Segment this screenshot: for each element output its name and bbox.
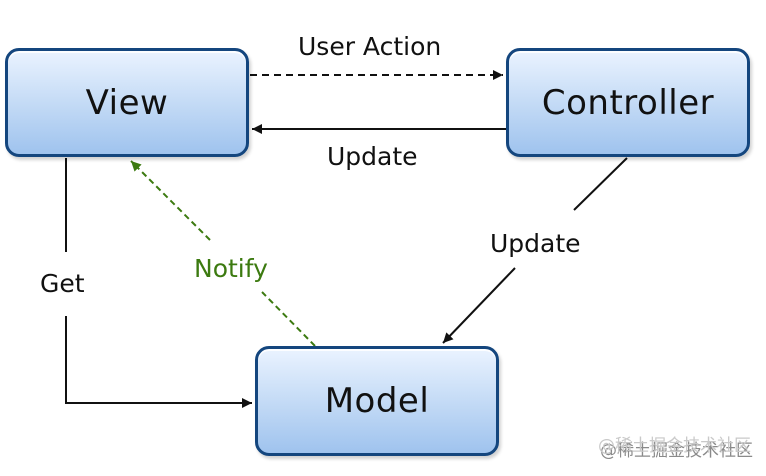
get-arrow <box>65 316 252 408</box>
watermark-shadow: @稀土掘金技术社区 <box>598 436 751 456</box>
notify-label: Notify <box>194 254 268 283</box>
model-node: Model <box>255 346 499 456</box>
controller-node: Controller <box>506 48 750 157</box>
notify-line-lower <box>261 291 316 347</box>
watermark: @稀土掘金技术社区 @稀土掘金技术社区 <box>598 436 753 461</box>
update-to-model-arrow <box>442 267 516 344</box>
update-to-model-line <box>573 157 628 211</box>
user-action-label: User Action <box>298 32 442 61</box>
update-to-model-label: Update <box>490 229 581 258</box>
controller-node-label: Controller <box>541 82 715 123</box>
get-label: Get <box>40 269 85 298</box>
watermark-text: @稀土掘金技术社区 <box>600 441 753 461</box>
notify-arrow <box>130 160 211 241</box>
model-node-label: Model <box>324 381 430 421</box>
update-to-view-label: Update <box>327 142 418 171</box>
view-node: View <box>5 48 249 157</box>
view-node-label: View <box>85 82 169 123</box>
